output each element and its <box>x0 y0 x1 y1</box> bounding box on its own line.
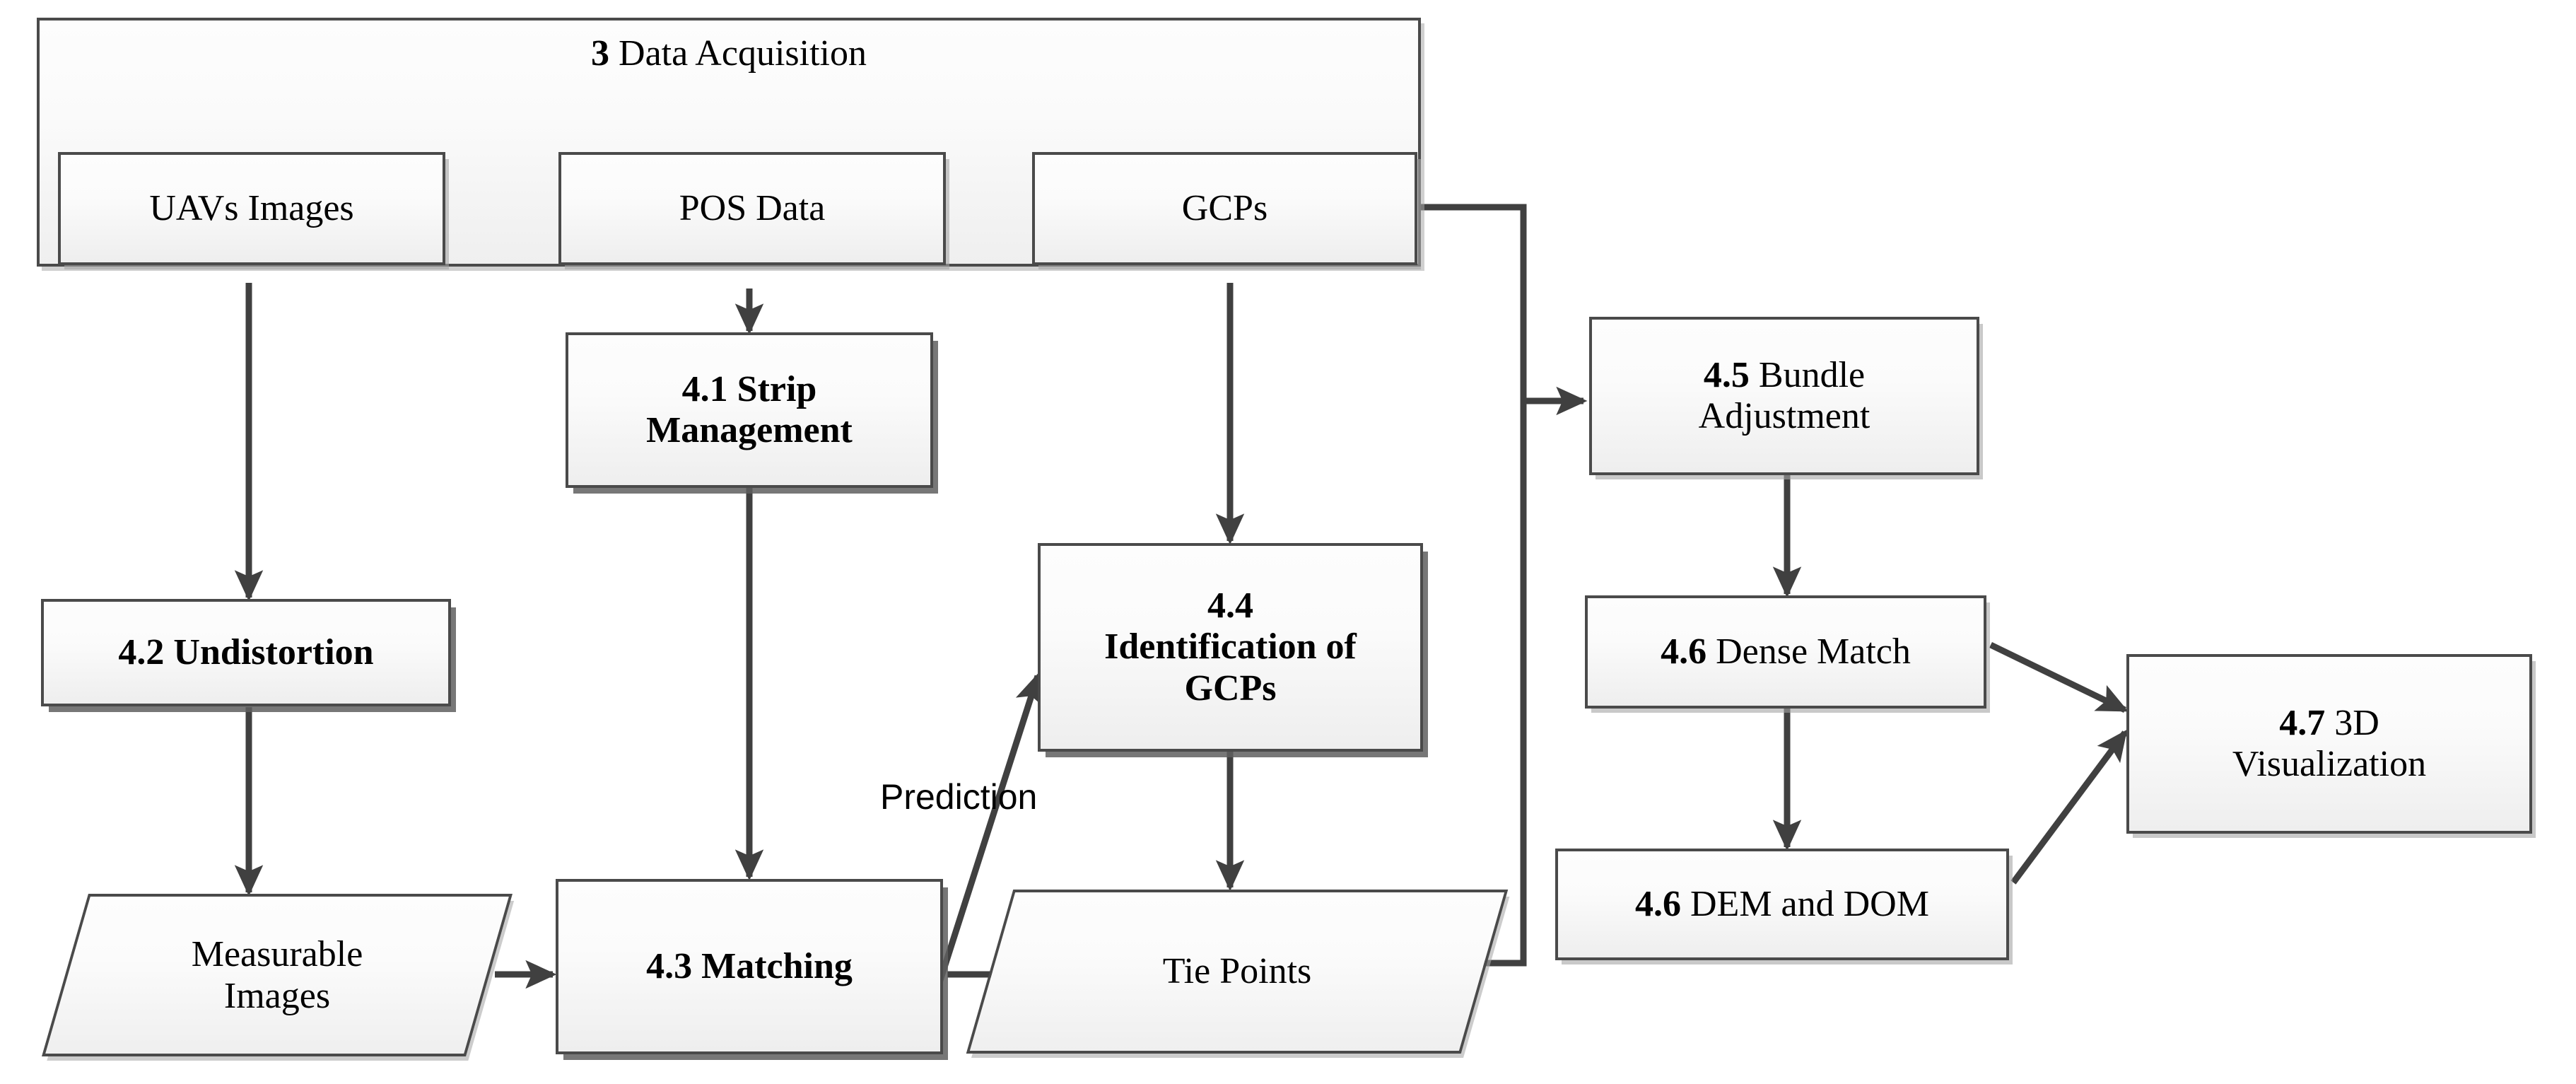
identification-label-line1: Identification of <box>1104 626 1357 668</box>
bundle-label-line1: Bundle <box>1758 354 1866 395</box>
node-strip-management[interactable]: 4.1 Strip Management <box>566 332 933 488</box>
node-measurable-images[interactable]: Measurable Images <box>42 894 513 1056</box>
node-uavs-images[interactable]: UAVs Images <box>58 152 445 265</box>
tie-points-text: Tie Points <box>990 890 1485 1054</box>
matching-label: Matching <box>701 945 853 986</box>
visualization-label-line1: 3D <box>2334 702 2379 743</box>
node-matching[interactable]: 4.3 Matching <box>556 879 943 1054</box>
undistortion-label: Undistortion <box>173 631 374 672</box>
strip-number: 4.1 <box>681 368 728 409</box>
group-title: 3 Data Acquisition <box>37 33 1421 74</box>
node-undistortion[interactable]: 4.2 Undistortion <box>41 599 451 706</box>
strip-label-line2: Management <box>646 410 853 450</box>
edge-dem-visualization <box>2010 729 2128 885</box>
bundle-number: 4.5 <box>1703 354 1750 395</box>
dense-match-number: 4.6 <box>1661 631 1707 672</box>
visualization-number: 4.7 <box>2279 702 2326 743</box>
tie-points-label: Tie Points <box>1162 951 1312 992</box>
node-dense-match[interactable]: 4.6 Dense Match <box>1585 595 1986 709</box>
identification-label-line2: GCPs <box>1184 668 1277 709</box>
edge-dense-visualization <box>1989 641 2129 713</box>
node-3d-visualization[interactable]: 4.7 3D Visualization <box>2126 654 2532 834</box>
node-tie-points[interactable]: Tie Points <box>966 890 1509 1054</box>
measurable-label-line1: Measurable <box>191 933 363 974</box>
visualization-label-line2: Visualization <box>2232 744 2427 784</box>
gcps-label: GCPs <box>1181 187 1268 228</box>
node-bundle-adjustment[interactable]: 4.5 Bundle Adjustment <box>1589 317 1979 475</box>
measurable-label-line2: Images <box>223 976 331 1016</box>
edge-tiepoints-trunk <box>1428 401 1527 967</box>
node-gcps[interactable]: GCPs <box>1032 152 1417 265</box>
identification-number: 4.4 <box>1207 585 1253 626</box>
node-dem-dom[interactable]: 4.6 DEM and DOM <box>1555 849 2009 960</box>
measurable-images-text: Measurable Images <box>65 894 489 1056</box>
bundle-label-line2: Adjustment <box>1698 396 1870 436</box>
undistortion-number: 4.2 <box>118 631 165 672</box>
group-number: 3 <box>591 33 610 74</box>
uavs-images-label: UAVs Images <box>149 187 354 228</box>
group-title-text: Data Acquisition <box>619 33 867 74</box>
node-identification-gcps[interactable]: 4.4 Identification of GCPs <box>1038 543 1423 752</box>
edge-gcps-bundle <box>1417 204 1588 416</box>
pos-data-label: POS Data <box>679 187 826 228</box>
node-pos-data[interactable]: POS Data <box>558 152 946 265</box>
matching-number: 4.3 <box>646 945 693 986</box>
dem-dom-number: 4.6 <box>1635 883 1681 924</box>
dense-match-label: Dense Match <box>1716 631 1911 672</box>
dem-dom-label: DEM and DOM <box>1690 883 1929 924</box>
edge-label-prediction: Prediction <box>880 777 1038 817</box>
strip-label-line1: Strip <box>737 368 817 409</box>
